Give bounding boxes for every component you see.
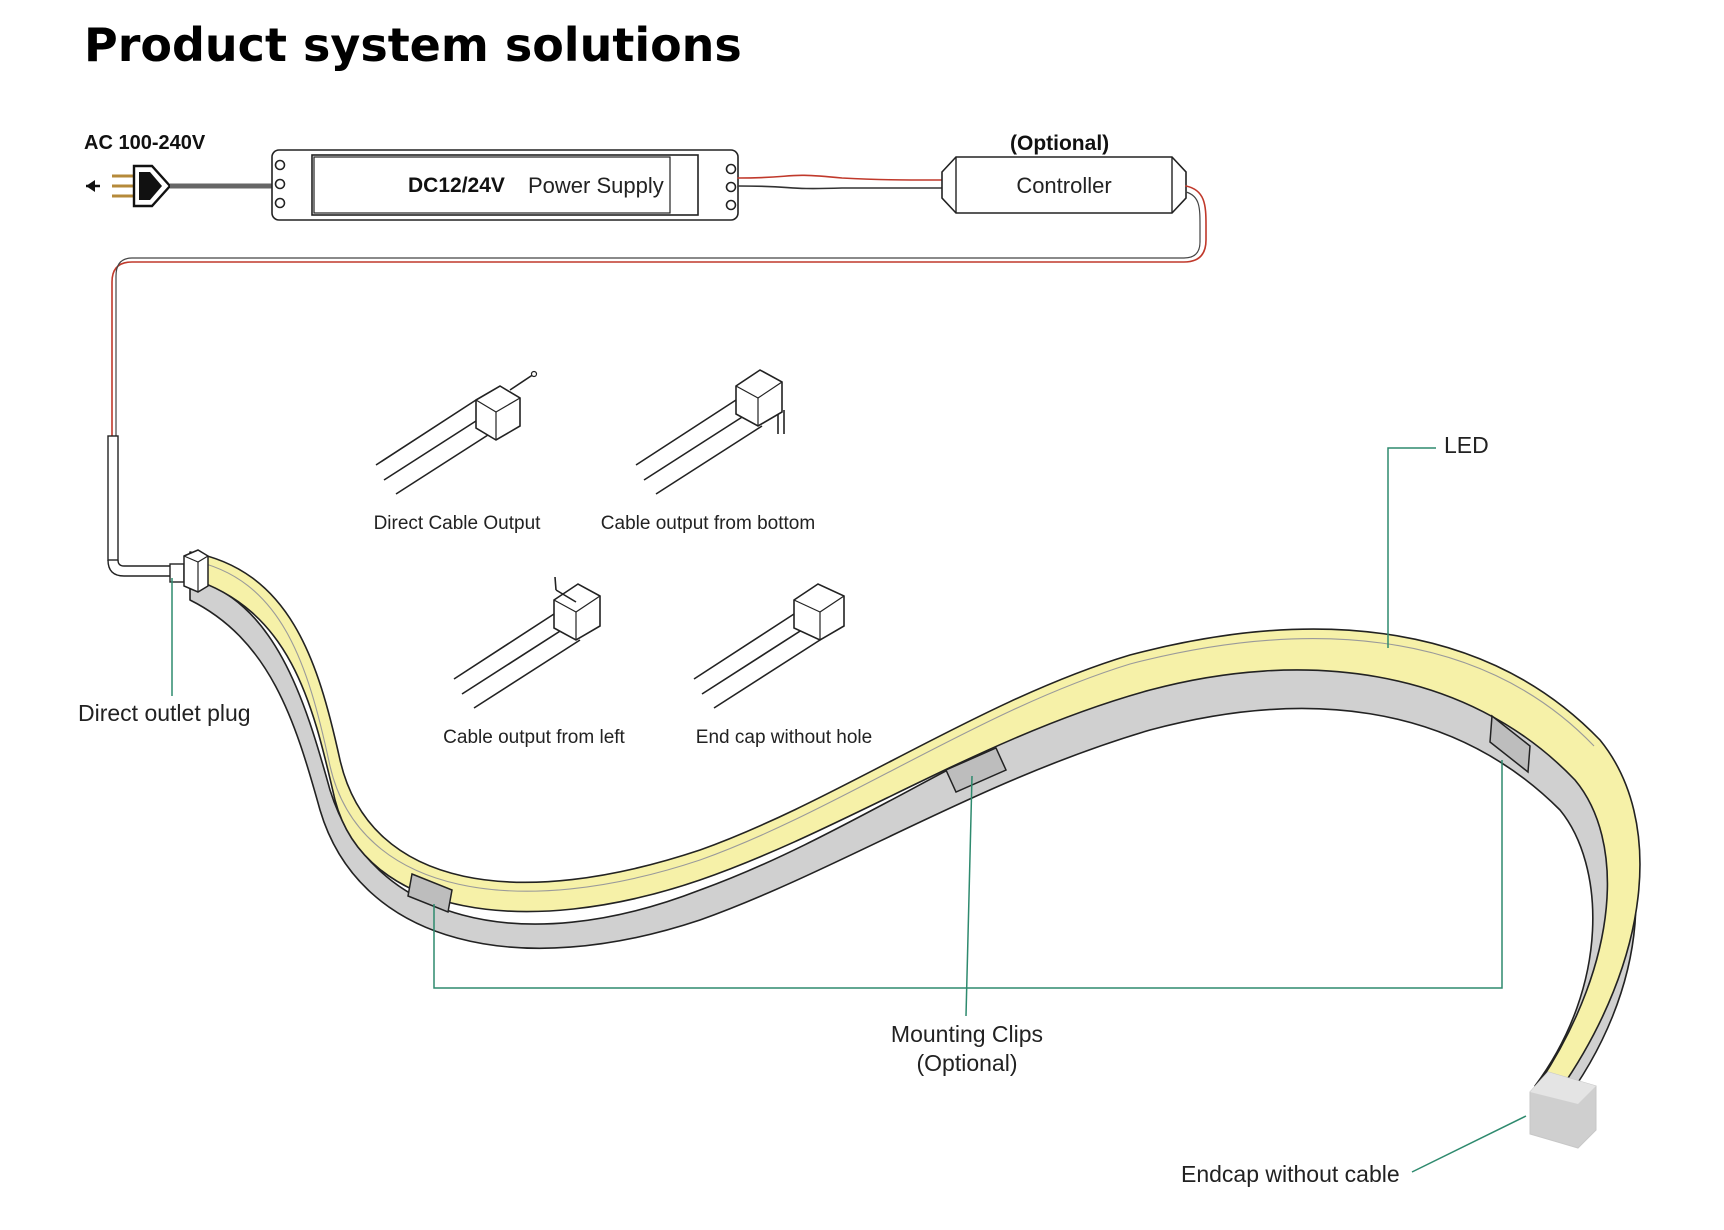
cable-option-label-3: Cable output from left [443, 727, 625, 748]
cable-option-left-icon [453, 576, 601, 709]
clips-center-leader-line [965, 775, 973, 1017]
controller-label: Controller [1016, 173, 1111, 198]
mounting-clips-optional-label: (Optional) [917, 1050, 1018, 1076]
led-leader-line [1387, 447, 1436, 648]
mounting-clip-3 [1489, 714, 1531, 774]
mounting-clip-1 [407, 872, 453, 914]
power-supply-unit [271, 149, 739, 221]
cable-sleeve [107, 435, 170, 577]
ac-input-label: AC 100-240V [84, 132, 206, 154]
clips-leader-line [433, 760, 1503, 989]
endcap [1529, 1071, 1597, 1149]
cable-option-label-4: End cap without hole [696, 727, 872, 748]
cable-option-label-2: Cable output from bottom [601, 513, 815, 534]
cable-option-endcap-icon [693, 583, 845, 709]
mounting-clip-2 [945, 747, 1007, 793]
cable-option-bottom-icon [635, 369, 785, 495]
endcap-leader-line [1411, 1115, 1527, 1173]
page-title: Product system solutions [84, 18, 742, 72]
cable-option-label-1: Direct Cable Output [374, 513, 542, 534]
power-supply-voltage: DC12/24V [408, 174, 505, 197]
controller-unit [941, 156, 1187, 214]
endcap-label: Endcap without cable [1181, 1161, 1400, 1187]
cable-option-direct-icon [375, 370, 538, 495]
direct-outlet-plug [169, 549, 209, 593]
direct-outlet-plug-label: Direct outlet plug [78, 700, 251, 726]
ac-plug-icon [86, 164, 172, 208]
led-label: LED [1444, 432, 1489, 458]
mounting-clips-label: Mounting Clips [891, 1021, 1043, 1047]
power-supply-label: Power Supply [528, 173, 664, 198]
controller-optional-label: (Optional) [1010, 132, 1109, 155]
